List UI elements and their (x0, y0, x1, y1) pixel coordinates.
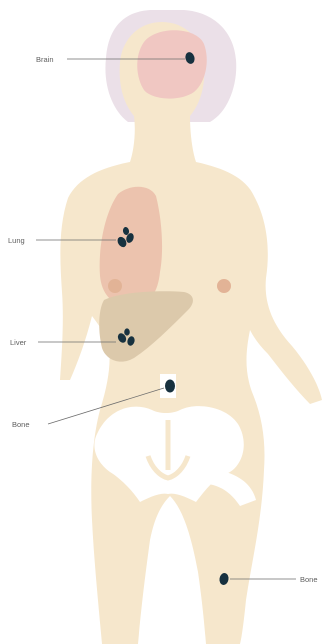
leg-bone-label: Bone (300, 575, 318, 584)
brain-region (137, 30, 207, 98)
brain-label: Brain (36, 55, 54, 64)
spine-bone-tumor (165, 380, 175, 393)
spine-bone-label: Bone (12, 420, 30, 429)
liver-label: Liver (10, 338, 27, 347)
lung-label: Lung (8, 236, 25, 245)
left-nipple (108, 279, 122, 293)
right-nipple (217, 279, 231, 293)
